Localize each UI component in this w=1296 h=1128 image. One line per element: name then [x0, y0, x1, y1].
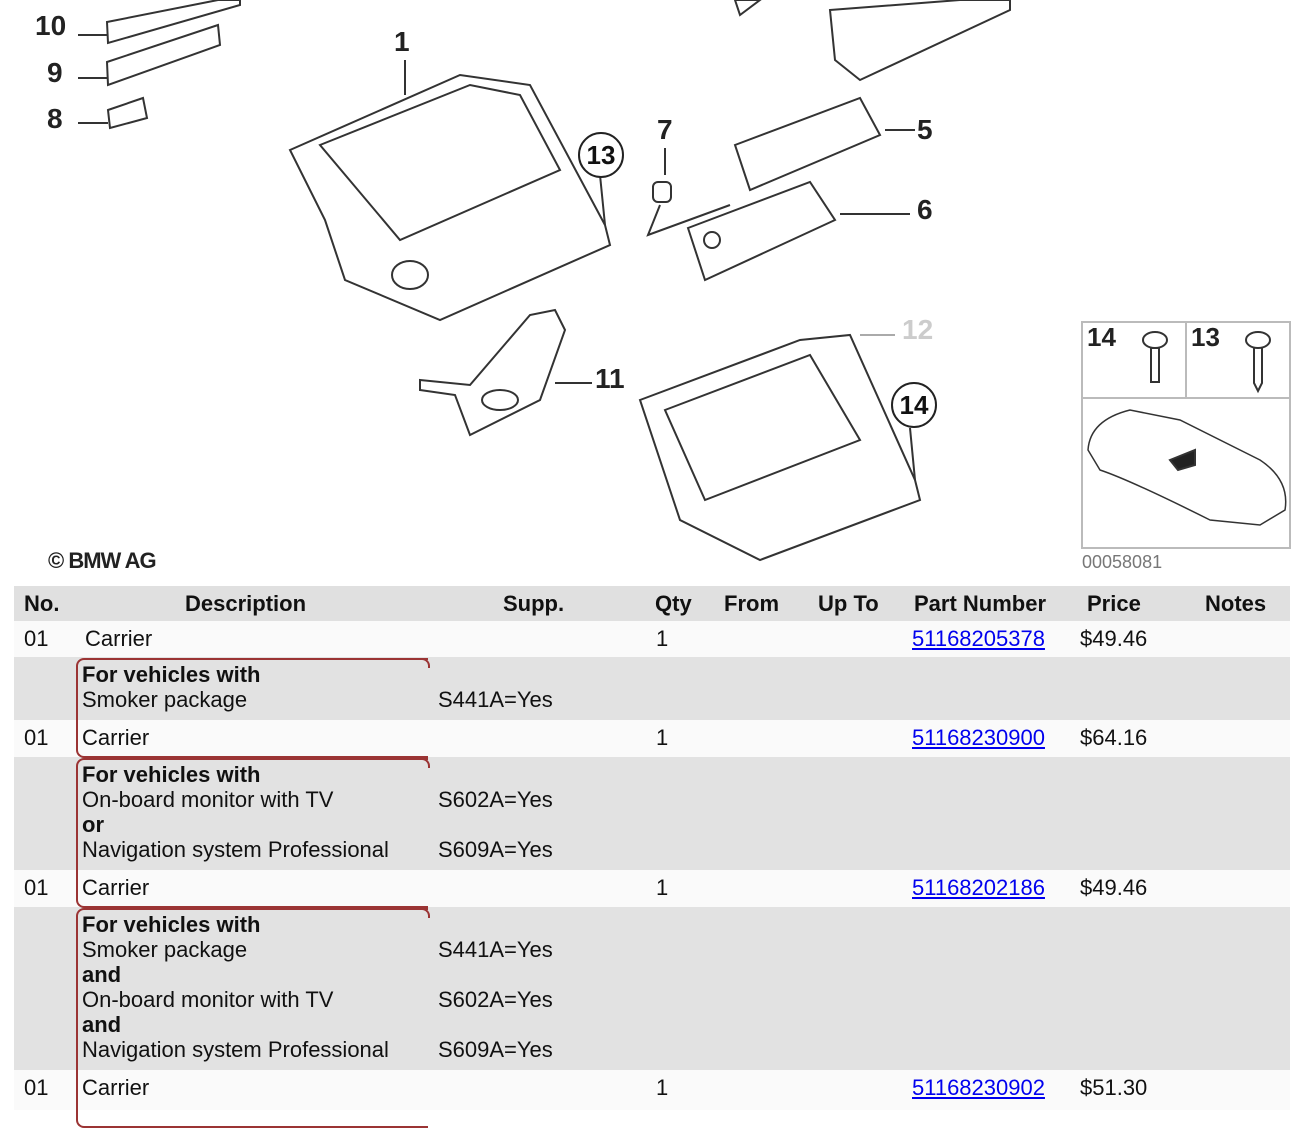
condition-text: Smoker package — [82, 687, 248, 712]
callout-5: 5 — [917, 114, 933, 145]
carrier-12 — [638, 333, 922, 562]
trim-strips — [78, 0, 241, 130]
callout-14: 14 — [891, 382, 937, 428]
part-no: 01 — [24, 1075, 49, 1100]
condition-text: Navigation system Professional — [82, 837, 389, 862]
part-price: $49.46 — [1080, 626, 1148, 651]
condition-text: On-board monitor with TV — [82, 987, 334, 1012]
callout-12: 12 — [902, 314, 934, 345]
part-description: Carrier — [85, 626, 153, 651]
inset-box — [1081, 321, 1291, 549]
condition-row: For vehicles with Smoker package and On-… — [14, 907, 1290, 1070]
inset-label-13: 13 — [1191, 322, 1220, 352]
tray-5 — [733, 96, 915, 192]
condition-supp: S609A=Yes — [438, 1037, 553, 1062]
header-up-to: Up To — [818, 591, 879, 616]
copyright: © BMW AG — [48, 548, 157, 573]
condition-heading: For vehicles with — [82, 662, 261, 687]
part-description: Carrier — [82, 1075, 150, 1100]
callout-1: 1 — [394, 26, 410, 57]
condition-supp: S441A=Yes — [438, 687, 553, 712]
table-row: 01 Carrier 1 51168202186 $49.46 — [14, 870, 1290, 907]
part-number-link[interactable]: 51168202186 — [912, 875, 1045, 900]
condition-row: For vehicles with On-board monitor with … — [14, 757, 1290, 870]
callout-13: 13 — [578, 132, 624, 178]
header-notes: Notes — [1205, 591, 1267, 616]
part-no: 01 — [24, 626, 49, 651]
callout-10: 10 — [35, 10, 67, 41]
condition-text: Smoker package — [82, 937, 248, 962]
table-row: 01 Carrier 1 51168205378 $49.46 — [14, 621, 1290, 657]
part-number-link[interactable]: 51168230902 — [912, 1075, 1045, 1100]
header-supp: Supp. — [503, 591, 565, 616]
exploded-view-drawing — [78, 0, 1291, 562]
condition-joiner: and — [82, 962, 122, 987]
part-number-link[interactable]: 51168205378 — [912, 626, 1045, 651]
plug-7 — [646, 148, 731, 237]
header-from: From — [724, 591, 779, 616]
condition-text: Navigation system Professional — [82, 1037, 389, 1062]
part-no: 01 — [24, 875, 49, 900]
callout-6: 6 — [917, 194, 933, 225]
bracket-11 — [419, 308, 592, 437]
callout-8: 8 — [47, 103, 63, 134]
part-description: Carrier — [82, 725, 150, 750]
inset-label-14: 14 — [1087, 322, 1116, 352]
part-price: $64.16 — [1080, 725, 1148, 750]
parts-diagram: 10 9 8 1 13 7 5 6 12 11 14 14 13 © BMW A… — [35, 0, 1291, 573]
carrier-1 — [288, 60, 612, 322]
part-qty: 1 — [656, 626, 669, 651]
condition-row: For vehicles with Smoker package S441A=Y… — [14, 657, 1290, 720]
header-description: Description — [185, 591, 307, 616]
callout-7: 7 — [657, 114, 673, 145]
condition-supp: S602A=Yes — [438, 987, 553, 1012]
part-number-link[interactable]: 51168230900 — [912, 725, 1045, 750]
condition-heading: For vehicles with — [82, 912, 261, 937]
parts-table: No. Description Supp. Qty From Up To Par… — [14, 586, 1290, 1110]
condition-joiner: or — [82, 812, 104, 837]
condition-bracket — [76, 908, 430, 1128]
part-qty: 1 — [656, 725, 669, 750]
header-price: Price — [1087, 591, 1141, 616]
diagram-number: 00058081 — [1082, 552, 1163, 572]
header-qty: Qty — [655, 591, 692, 616]
table-header: No. Description Supp. Qty From Up To Par… — [14, 586, 1290, 621]
condition-supp: S441A=Yes — [438, 937, 553, 962]
condition-supp: S609A=Yes — [438, 837, 553, 862]
condition-heading: For vehicles with — [82, 762, 261, 787]
part-qty: 1 — [656, 875, 669, 900]
header-no: No. — [24, 591, 60, 616]
callout-9: 9 — [47, 57, 63, 88]
part-no: 01 — [24, 725, 49, 750]
part-qty: 1 — [656, 1075, 669, 1100]
condition-supp: S602A=Yes — [438, 787, 553, 812]
condition-bracket — [76, 658, 430, 758]
part-description: Carrier — [82, 875, 150, 900]
callout-11: 11 — [595, 363, 625, 394]
part-price: $49.46 — [1080, 875, 1148, 900]
table-row: 01 Carrier 1 51168230900 $64.16 — [14, 720, 1290, 757]
top-right-panel — [733, 0, 1011, 82]
condition-text: On-board monitor with TV — [82, 787, 334, 812]
part-price: $51.30 — [1080, 1075, 1148, 1100]
condition-bracket — [76, 758, 430, 908]
condition-joiner: and — [82, 1012, 122, 1037]
header-part-number: Part Number — [914, 591, 1047, 616]
tray-6 — [686, 180, 910, 282]
